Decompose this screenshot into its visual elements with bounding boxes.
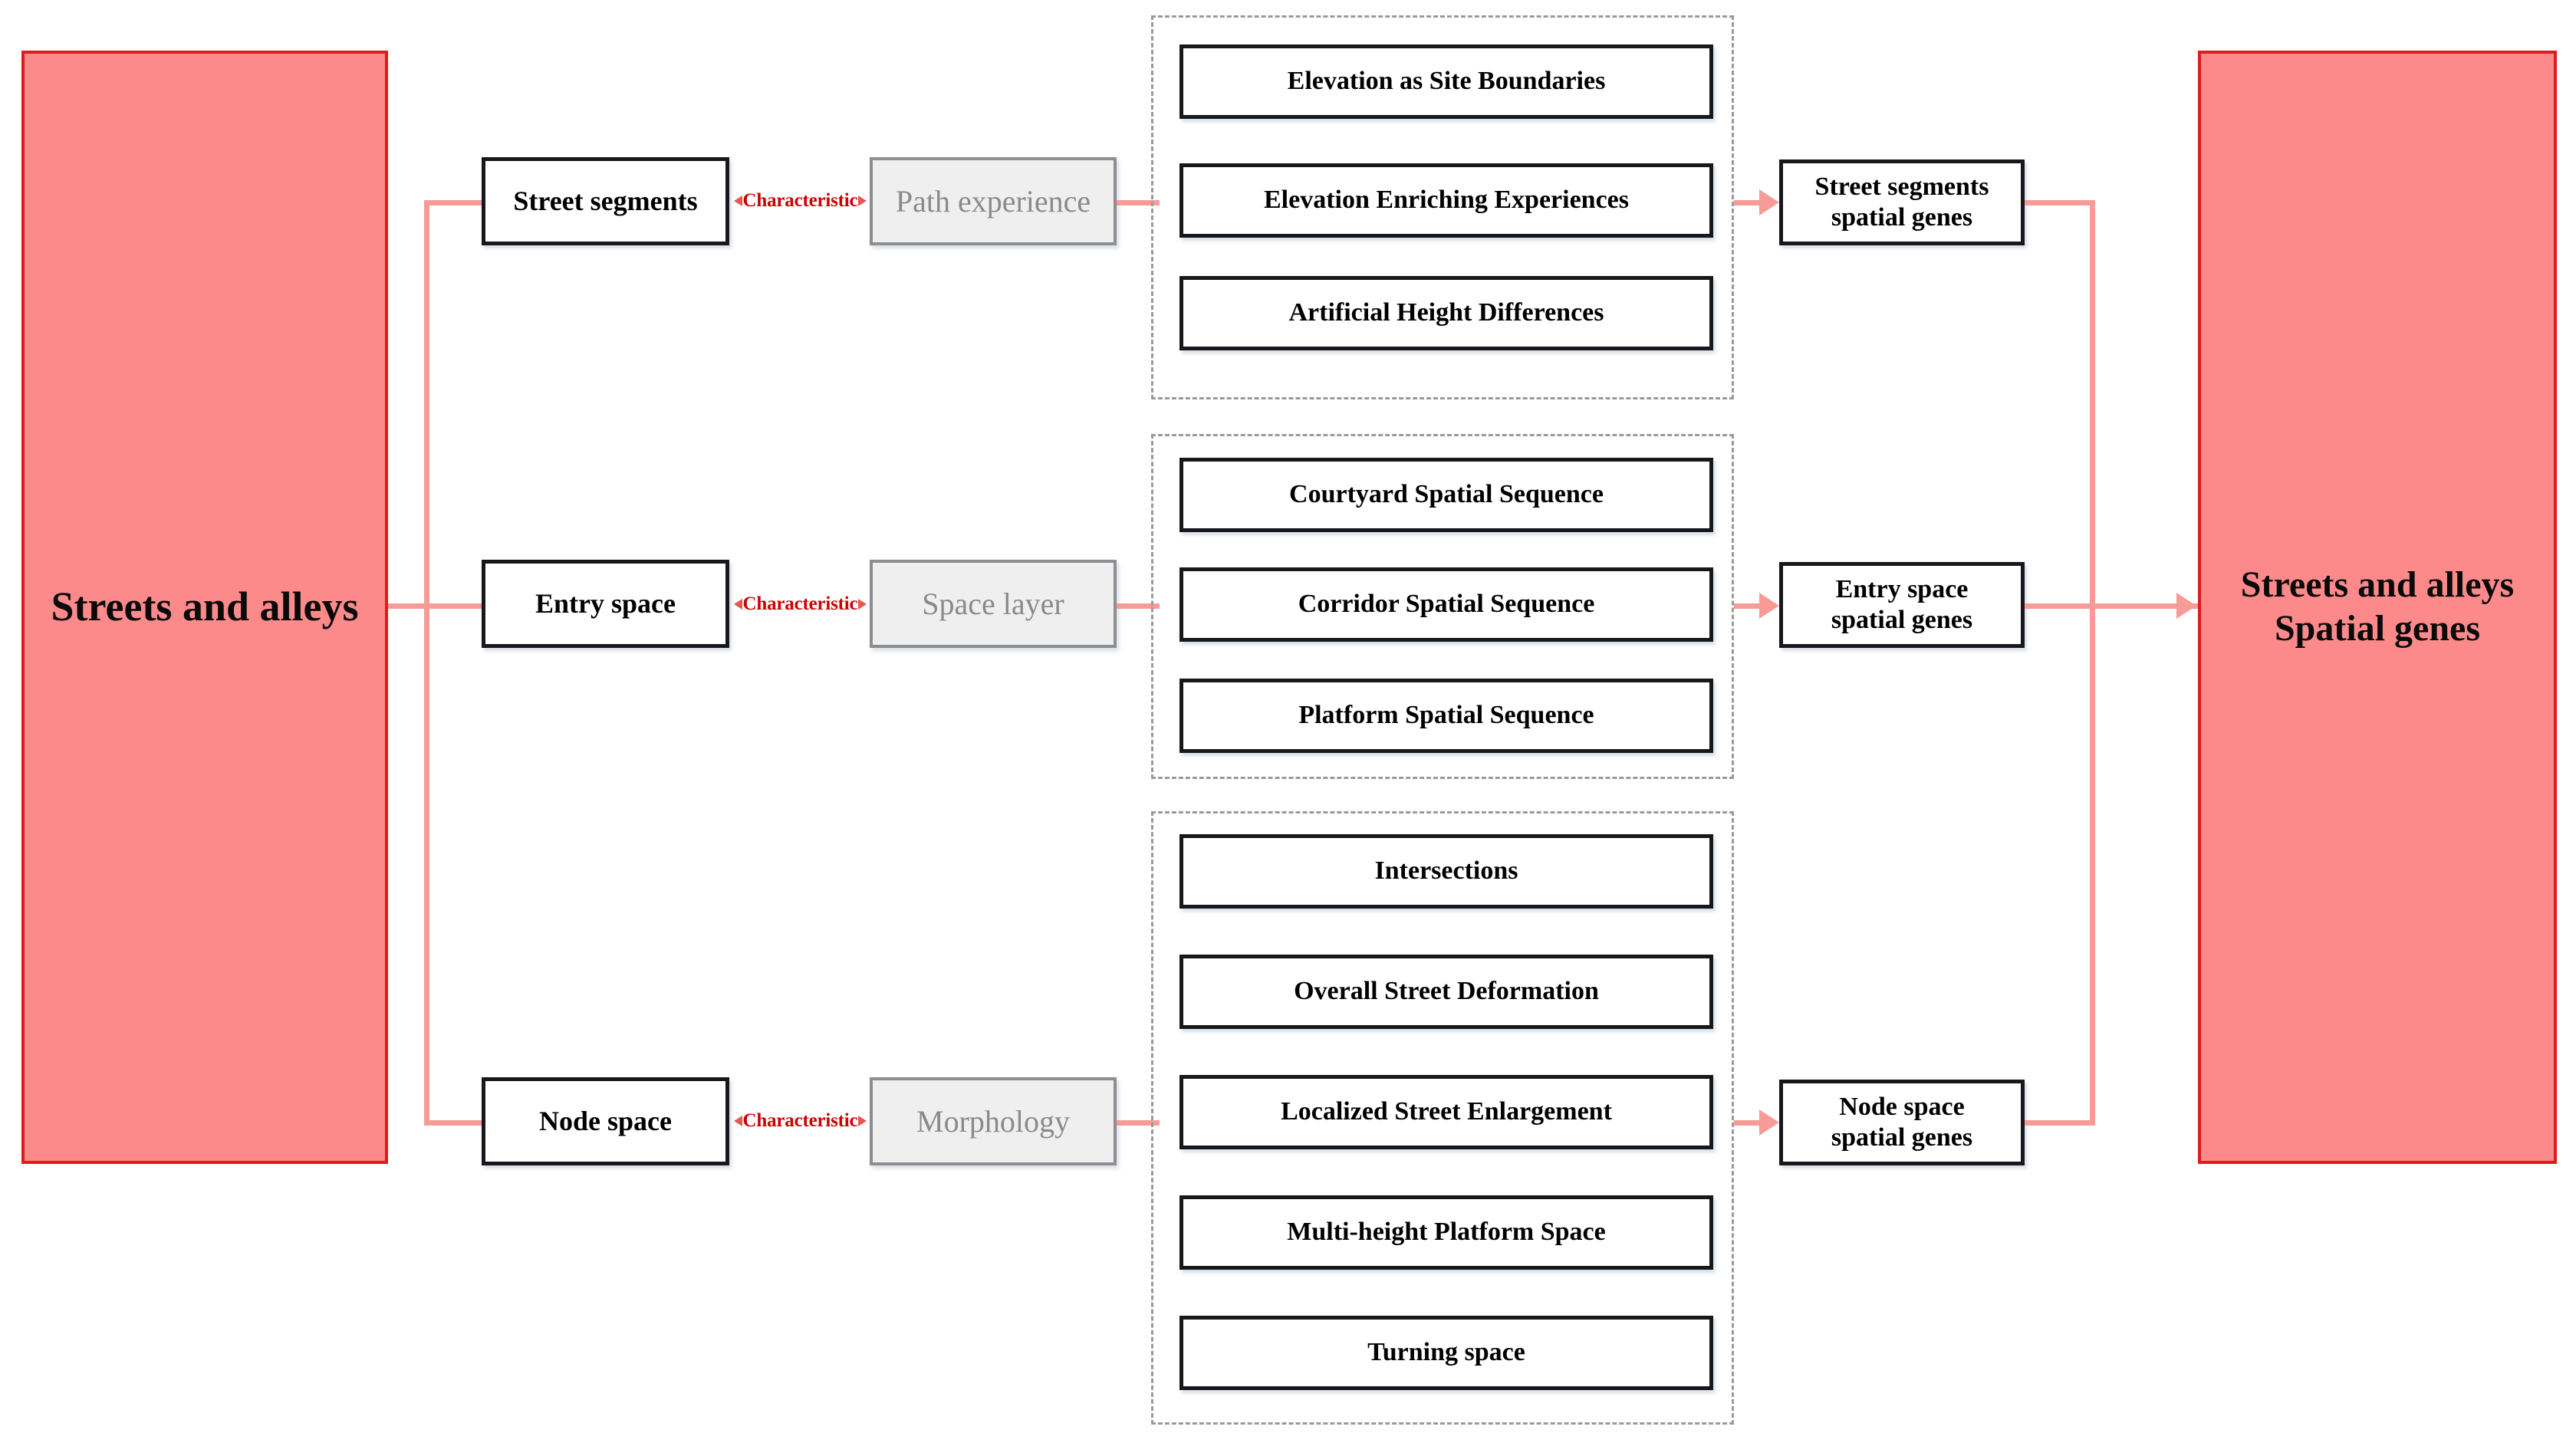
gene-item-box: Elevation as Site Boundaries xyxy=(1179,44,1713,119)
gene-item-label: Intersections xyxy=(1374,856,1518,886)
gene-summary-line2: spatial genes xyxy=(1831,203,1973,232)
gene-item-box: Localized Street Enlargement xyxy=(1179,1075,1713,1149)
element-box-node-space: Node space xyxy=(482,1077,729,1165)
arrow-left-icon xyxy=(733,196,742,206)
arrow-right-icon xyxy=(858,196,867,206)
gene-item-box: Artificial Height Differences xyxy=(1179,276,1713,350)
attribute-box-path-experience: Path experience xyxy=(870,157,1117,245)
attribute-label: Space layer xyxy=(922,586,1064,621)
gene-item-label: Localized Street Enlargement xyxy=(1281,1097,1612,1126)
gene-summary-box-entry-space: Entry space spatial genes xyxy=(1779,562,2025,648)
group-to-gene-arrow-3 xyxy=(1759,1109,1779,1136)
gene-group-entry-space xyxy=(1151,434,1734,779)
element-box-entry-space: Entry space xyxy=(482,560,729,648)
merge-to-result-arrow xyxy=(2176,593,2196,619)
attribute-label: Path experience xyxy=(895,183,1091,219)
element-box-street-segments: Street segments xyxy=(482,157,729,245)
root-node-streets-and-alleys: Streets and alleys xyxy=(21,51,388,1164)
gene-item-label: Courtyard Spatial Sequence xyxy=(1289,480,1604,509)
element-label: Node space xyxy=(539,1106,672,1137)
merge-spine-line xyxy=(2090,200,2095,1126)
gene-item-box: Multi-height Platform Space xyxy=(1179,1195,1713,1270)
gene-summary-line1: Street segments xyxy=(1814,172,1989,201)
gene-item-label: Multi-height Platform Space xyxy=(1287,1218,1606,1247)
gene-item-box: Corridor Spatial Sequence xyxy=(1179,567,1713,642)
relation-label-3: Characteristic xyxy=(729,1106,871,1136)
result-line2: Spatial genes xyxy=(2274,608,2481,649)
group-to-gene-line-1 xyxy=(1734,200,1765,205)
relation-label-text: Characteristic xyxy=(742,1110,858,1131)
branch-spur-line-1 xyxy=(424,200,484,205)
relation-label-text: Characteristic xyxy=(742,190,858,211)
branch-spine-line xyxy=(424,202,429,1126)
gene-item-label: Artificial Height Differences xyxy=(1288,298,1604,327)
relation-label-1: Characteristic xyxy=(729,186,871,215)
gene-item-box: Platform Spatial Sequence xyxy=(1179,679,1713,753)
merge-stub-line-top xyxy=(2025,200,2095,205)
element-label: Entry space xyxy=(535,588,676,620)
gene-item-label: Overall Street Deformation xyxy=(1294,977,1599,1006)
root-node-label: Streets and alleys xyxy=(51,583,359,630)
gene-summary-line2: spatial genes xyxy=(1831,606,1973,634)
result-node-spatial-genes: Streets and alleys Spatial genes xyxy=(2198,51,2557,1164)
gene-summary-line1: Node space xyxy=(1839,1092,1965,1121)
gene-group-node-space xyxy=(1151,811,1734,1425)
gene-item-box: Intersections xyxy=(1179,834,1713,909)
arrow-left-icon xyxy=(733,599,742,610)
attribute-to-group-line-3 xyxy=(1117,1120,1160,1126)
attribute-label: Morphology xyxy=(916,1103,1070,1139)
group-to-gene-arrow-1 xyxy=(1759,189,1779,215)
gene-group-street-segments xyxy=(1151,15,1734,399)
gene-item-box: Elevation Enriching Experiences xyxy=(1179,163,1713,238)
gene-item-label: Platform Spatial Sequence xyxy=(1298,701,1594,730)
arrow-right-icon xyxy=(858,1116,867,1126)
arrow-left-icon xyxy=(733,1116,742,1126)
result-line1: Streets and alleys xyxy=(2240,564,2515,606)
gene-item-label: Turning space xyxy=(1367,1338,1525,1367)
element-label: Street segments xyxy=(513,186,698,217)
gene-summary-box-node-space: Node space spatial genes xyxy=(1779,1080,2025,1165)
attribute-to-group-line-2 xyxy=(1117,603,1160,609)
gene-item-box: Overall Street Deformation xyxy=(1179,955,1713,1029)
branch-spur-line-2 xyxy=(424,603,484,609)
gene-item-label: Corridor Spatial Sequence xyxy=(1298,590,1595,619)
attribute-box-morphology: Morphology xyxy=(870,1077,1117,1165)
gene-summary-line1: Entry space xyxy=(1835,574,1969,603)
merge-to-result-line xyxy=(2025,603,2201,609)
branch-spur-line-3 xyxy=(424,1120,484,1126)
group-to-gene-arrow-2 xyxy=(1759,593,1779,619)
relation-label-text: Characteristic xyxy=(742,593,858,614)
attribute-to-group-line-1 xyxy=(1117,200,1160,205)
arrow-right-icon xyxy=(858,599,867,610)
relation-label-2: Characteristic xyxy=(729,590,871,619)
attribute-box-space-layer: Space layer xyxy=(870,560,1117,648)
gene-item-label: Elevation Enriching Experiences xyxy=(1264,186,1629,215)
gene-item-label: Elevation as Site Boundaries xyxy=(1287,67,1606,96)
gene-item-box: Courtyard Spatial Sequence xyxy=(1179,458,1713,532)
gene-summary-line2: spatial genes xyxy=(1831,1123,1973,1152)
gene-summary-box-street-segments: Street segments spatial genes xyxy=(1779,159,2025,245)
group-to-gene-line-2 xyxy=(1734,603,1765,609)
group-to-gene-line-3 xyxy=(1734,1120,1765,1126)
merge-stub-line-bottom xyxy=(2025,1120,2095,1126)
gene-item-box: Turning space xyxy=(1179,1316,1713,1390)
